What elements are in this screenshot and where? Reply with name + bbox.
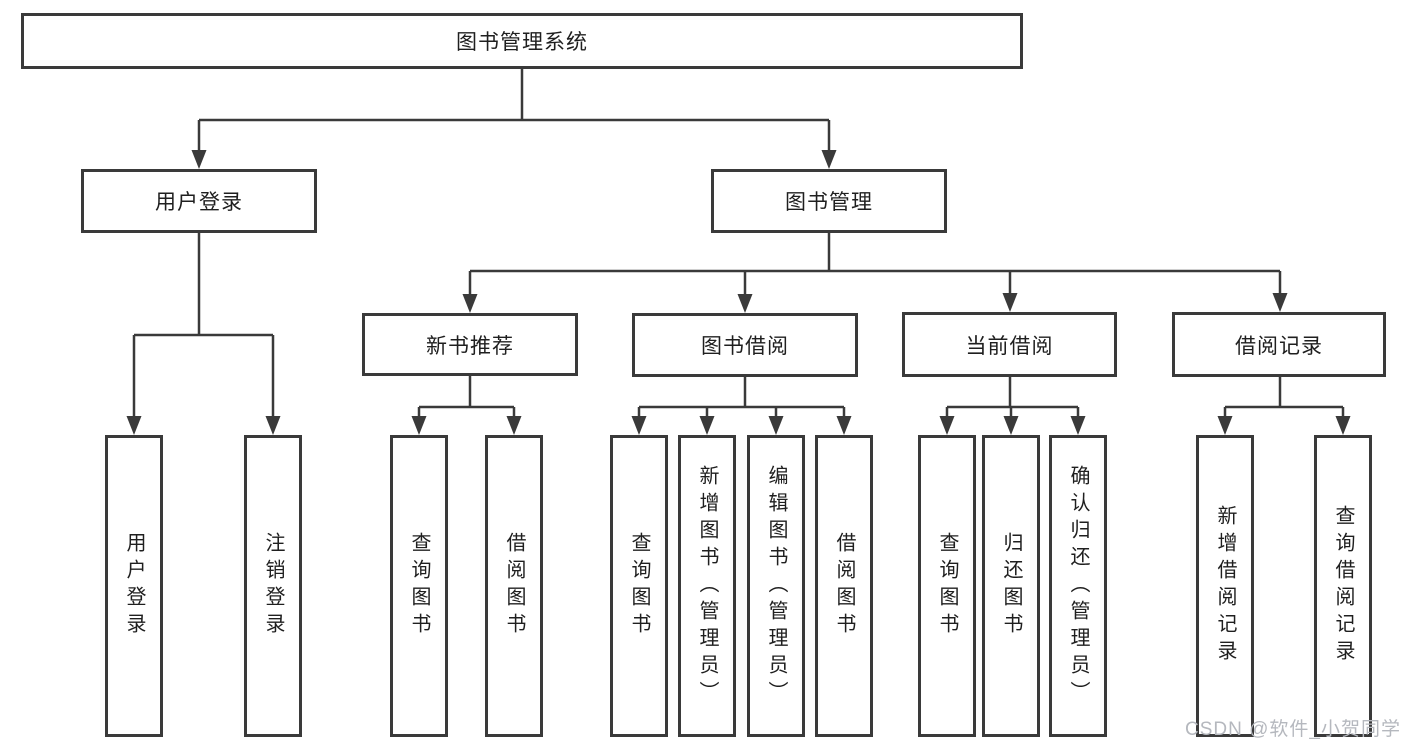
node-book-borrowing: 图书借阅 bbox=[632, 313, 858, 377]
arrowhead-icon bbox=[1002, 293, 1018, 312]
arrowhead-icon bbox=[768, 416, 784, 435]
node-current-borrowing: 当前借阅 bbox=[902, 312, 1117, 377]
node-user-login-label: 用户登录 bbox=[155, 191, 243, 214]
leaf-query-books-borrow: 查询图书 bbox=[610, 435, 668, 737]
watermark: CSDN @软件_小贺同学 bbox=[1185, 719, 1401, 740]
arrowhead-icon bbox=[699, 416, 715, 435]
leaf-borrow-books-recommend-label: 借阅图书 bbox=[503, 532, 525, 640]
leaf-add-books-admin-label: 新增图书（管理员） bbox=[696, 464, 718, 708]
leaf-query-books-recommend: 查询图书 bbox=[390, 435, 448, 737]
arrowhead-icon bbox=[462, 294, 478, 313]
node-borrowing-records: 借阅记录 bbox=[1172, 312, 1386, 377]
node-book-borrowing-label: 图书借阅 bbox=[701, 335, 789, 358]
node-new-book-recommend-label: 新书推荐 bbox=[426, 334, 514, 358]
leaf-return-books-label: 归还图书 bbox=[1000, 532, 1022, 640]
arrowhead-icon bbox=[939, 416, 955, 435]
arrowhead-icon bbox=[1217, 416, 1233, 435]
arrowhead-icon bbox=[265, 416, 281, 435]
arrowhead-icon bbox=[191, 150, 207, 169]
arrowhead-icon bbox=[1070, 416, 1086, 435]
leaf-borrow-books-label: 借阅图书 bbox=[833, 532, 855, 640]
node-user-login: 用户登录 bbox=[81, 169, 317, 233]
leaf-confirm-return-admin: 确认归还（管理员） bbox=[1049, 435, 1107, 737]
node-root: 图书管理系统 bbox=[21, 13, 1023, 69]
arrowhead-icon bbox=[126, 416, 142, 435]
leaf-user-login: 用户登录 bbox=[105, 435, 163, 737]
arrowhead-icon bbox=[1003, 416, 1019, 435]
leaf-add-borrow-record-label: 新增借阅记录 bbox=[1214, 505, 1236, 667]
leaf-edit-books-admin-label: 编辑图书（管理员） bbox=[765, 464, 787, 708]
leaf-query-books-current: 查询图书 bbox=[918, 435, 976, 737]
leaf-return-books: 归还图书 bbox=[982, 435, 1040, 737]
node-book-management: 图书管理 bbox=[711, 169, 947, 233]
leaf-confirm-return-admin-label: 确认归还（管理员） bbox=[1067, 464, 1089, 708]
leaf-logout-label: 注销登录 bbox=[262, 532, 284, 640]
leaf-query-books-current-label: 查询图书 bbox=[936, 532, 958, 640]
arrowhead-icon bbox=[1272, 293, 1288, 312]
leaf-borrow-books-recommend: 借阅图书 bbox=[485, 435, 543, 737]
arrowhead-icon bbox=[506, 416, 522, 435]
leaf-edit-books-admin: 编辑图书（管理员） bbox=[747, 435, 805, 737]
arrowhead-icon bbox=[836, 416, 852, 435]
leaf-query-borrow-record: 查询借阅记录 bbox=[1314, 435, 1372, 737]
arrowheads bbox=[126, 150, 1351, 435]
node-root-label: 图书管理系统 bbox=[456, 31, 588, 54]
leaf-query-borrow-record-label: 查询借阅记录 bbox=[1332, 505, 1354, 667]
leaf-query-books-borrow-label: 查询图书 bbox=[628, 532, 650, 640]
node-current-borrowing-label: 当前借阅 bbox=[965, 334, 1054, 358]
node-book-management-label: 图书管理 bbox=[785, 191, 873, 214]
arrowhead-icon bbox=[411, 416, 427, 435]
arrowhead-icon bbox=[737, 294, 753, 313]
connector-path bbox=[132, 68, 1345, 421]
arrowhead-icon bbox=[1335, 416, 1351, 435]
leaf-logout: 注销登录 bbox=[244, 435, 302, 737]
arrowhead-icon bbox=[631, 416, 647, 435]
leaf-borrow-books: 借阅图书 bbox=[815, 435, 873, 737]
leaf-user-login-label: 用户登录 bbox=[123, 532, 145, 640]
leaf-add-books-admin: 新增图书（管理员） bbox=[678, 435, 736, 737]
arrowhead-icon bbox=[821, 150, 837, 169]
node-new-book-recommend: 新书推荐 bbox=[362, 313, 578, 376]
leaf-add-borrow-record: 新增借阅记录 bbox=[1196, 435, 1254, 737]
node-borrowing-records-label: 借阅记录 bbox=[1235, 334, 1323, 358]
leaf-query-books-recommend-label: 查询图书 bbox=[408, 532, 430, 640]
